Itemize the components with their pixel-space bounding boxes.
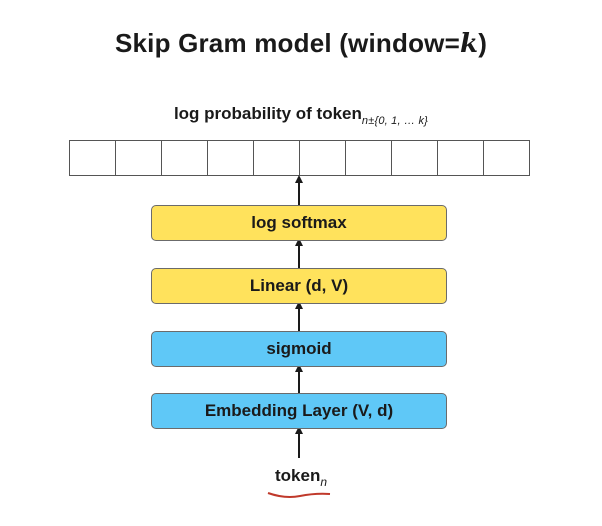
sigmoid-layer: sigmoid bbox=[151, 331, 447, 367]
output-label: log probability of tokenn±{0, 1, … k} bbox=[0, 104, 602, 127]
output-vector-cell bbox=[484, 140, 530, 176]
output-vector-cell bbox=[116, 140, 162, 176]
output-label-text: log probability of token bbox=[173, 104, 362, 123]
embedding-layer: Embedding Layer (V, d) bbox=[151, 393, 447, 429]
title-suffix: ) bbox=[478, 28, 488, 58]
output-vector-cell bbox=[300, 140, 346, 176]
output-vector-cell bbox=[392, 140, 438, 176]
output-vector bbox=[69, 140, 530, 176]
input-underline bbox=[267, 492, 331, 498]
layer-label: log softmax bbox=[251, 213, 347, 232]
output-vector-cell bbox=[346, 140, 392, 176]
title-window-variable: k bbox=[459, 29, 479, 59]
title-prefix: Skip Gram model (window= bbox=[114, 28, 460, 58]
layer-label: sigmoid bbox=[266, 339, 332, 358]
output-vector-cell bbox=[438, 140, 484, 176]
log-softmax-layer: log softmax bbox=[151, 205, 447, 241]
output-vector-cell bbox=[162, 140, 208, 176]
diagram-title: Skip Gram model (window=k) bbox=[0, 28, 602, 59]
input-token-subscript: n bbox=[320, 475, 328, 489]
output-vector-cell bbox=[208, 140, 254, 176]
input-token-text: token bbox=[274, 466, 321, 485]
input-token-label: tokenn bbox=[0, 466, 602, 489]
linear-layer: Linear (d, V) bbox=[151, 268, 447, 304]
output-label-subscript: n±{0, 1, … k} bbox=[361, 115, 429, 127]
layer-label: Linear (d, V) bbox=[249, 276, 349, 295]
layer-label: Embedding Layer (V, d) bbox=[204, 401, 394, 420]
output-vector-cell bbox=[254, 140, 300, 176]
output-vector-cell bbox=[70, 140, 116, 176]
